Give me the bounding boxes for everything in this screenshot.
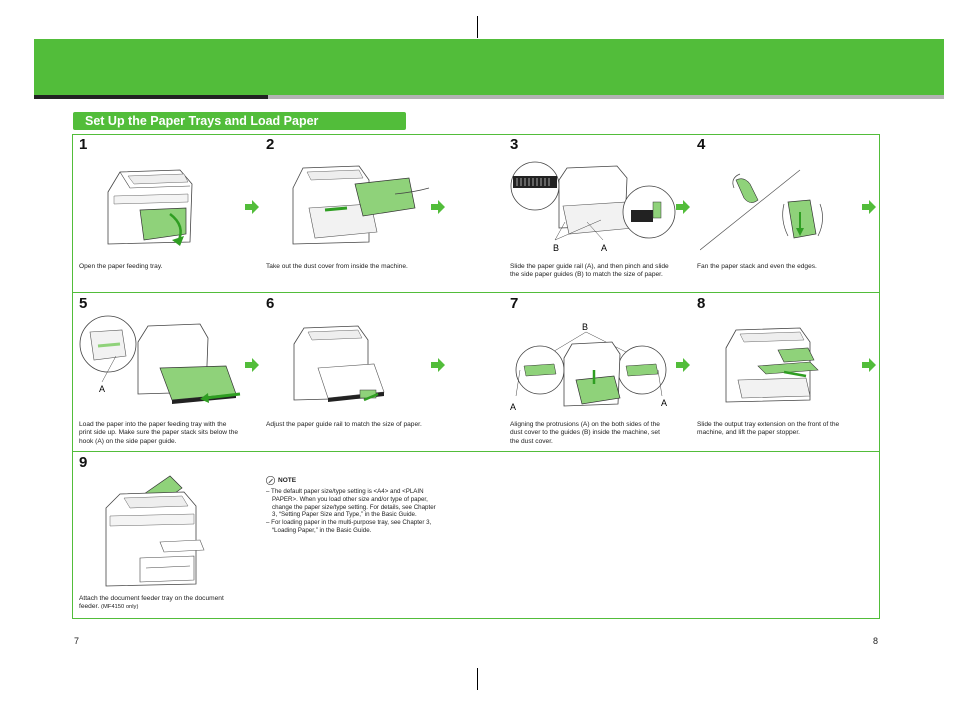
step-number: 4 <box>697 136 706 153</box>
step-number: 2 <box>266 136 275 153</box>
step-number: 5 <box>79 295 88 312</box>
printer-open-tray-illustration <box>107 169 193 246</box>
fan-paper-stack-illustration <box>700 169 823 251</box>
header-rule-gray <box>268 95 944 99</box>
label-a: A <box>510 402 516 412</box>
remove-dust-cover-illustration <box>292 165 430 245</box>
step-caption: Attach the document feeder tray on the d… <box>79 595 239 612</box>
note-pencil-icon <box>266 476 275 485</box>
next-step-arrow-icon <box>862 200 876 214</box>
section-title: Set Up the Paper Trays and Load Paper <box>73 112 406 130</box>
step-number: 7 <box>510 295 519 312</box>
note-list: – The default paper size/type setting is… <box>266 488 436 535</box>
step-caption-model-note: (MF4150 only) <box>101 604 139 611</box>
step-number: 9 <box>79 454 88 471</box>
next-step-arrow-icon <box>245 358 259 372</box>
step-caption: Fan the paper stack and even the edges. <box>697 263 817 270</box>
page-number-right: 8 <box>873 636 879 646</box>
next-step-arrow-icon <box>862 358 876 372</box>
label-a: A <box>99 384 105 394</box>
label-a: A <box>661 398 667 408</box>
step-number: 8 <box>697 295 706 312</box>
step-caption: Slide the output tray extension on the f… <box>697 421 840 437</box>
step-caption: Take out the dust cover from inside the … <box>266 263 408 270</box>
label-b: B <box>553 243 559 253</box>
step-caption-text: Attach the document feeder tray on the d… <box>79 595 224 611</box>
next-step-arrow-icon <box>431 358 445 372</box>
step-caption: Open the paper feeding tray. <box>79 263 163 270</box>
note-item: – The default paper size/type setting is… <box>266 488 436 519</box>
adjust-guide-rail-illustration <box>293 325 385 402</box>
row-divider-2 <box>72 451 880 452</box>
step-number: 6 <box>266 295 275 312</box>
step-caption: Adjust the paper guide rail to match the… <box>266 421 422 428</box>
label-b: B <box>582 322 588 332</box>
next-step-arrow-icon <box>676 200 690 214</box>
note-title: NOTE <box>278 477 297 484</box>
step-number: 3 <box>510 136 519 153</box>
load-paper-illustration: A <box>79 315 241 404</box>
crop-mark-bottom <box>477 668 478 690</box>
output-tray-extension-illustration <box>725 327 819 403</box>
label-a: A <box>601 243 607 253</box>
step-caption: Aligning the protrusions (A) on the both… <box>510 421 660 445</box>
header-banner <box>34 39 944 95</box>
page-number-left: 7 <box>74 636 80 646</box>
step-caption: Load the paper into the paper feeding tr… <box>79 421 239 445</box>
crop-mark-top <box>477 16 478 38</box>
row-divider-1 <box>72 292 880 293</box>
document-feeder-tray-illustration <box>105 475 205 587</box>
set-dust-cover-illustration: B A A <box>510 322 667 412</box>
step-caption: Slide the paper guide rail (A), and then… <box>510 263 669 279</box>
step-number: 1 <box>79 136 88 153</box>
header-rule-dark <box>34 95 268 99</box>
steps-frame <box>72 134 880 619</box>
note-item: – For loading paper in the multi-purpose… <box>266 519 432 534</box>
next-step-arrow-icon <box>431 200 445 214</box>
next-step-arrow-icon <box>245 200 259 214</box>
adjust-paper-guides-illustration: B A <box>510 161 676 253</box>
next-step-arrow-icon <box>676 358 690 372</box>
